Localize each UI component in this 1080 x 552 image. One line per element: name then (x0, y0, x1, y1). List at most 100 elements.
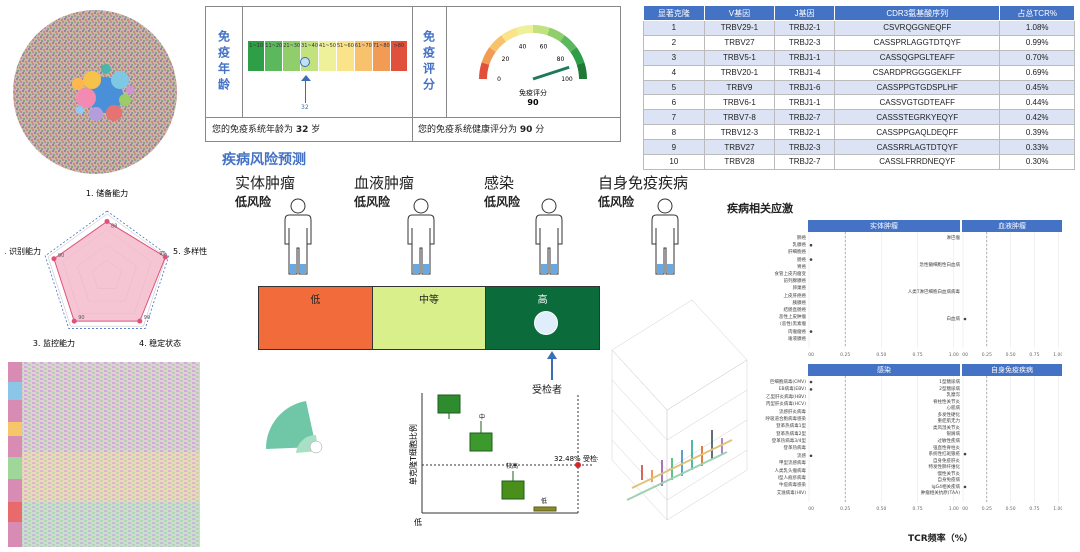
facet-row-label: 人类T淋巴细胞白血病病毒 (907, 290, 960, 295)
x-tick-label: 0.50 (1006, 352, 1016, 358)
subject-tag: 受检者 (583, 454, 598, 463)
bubble (119, 94, 131, 106)
risk-level-bar: 低 中等 高 (258, 286, 600, 350)
facet-row-label: 乳糜泻 (946, 393, 961, 399)
bubble (83, 71, 101, 89)
radar-value-label: 90 (78, 315, 84, 321)
mosaic-cell (8, 457, 22, 479)
bubble (111, 71, 129, 89)
risk-level-label: 低 (310, 295, 321, 306)
table-cell: CASSVGTGDTEAFF (834, 94, 1001, 111)
table-cell: 7 (643, 109, 705, 126)
subject-avatar-icon (534, 311, 559, 335)
radar-value-label: 88 (111, 223, 117, 229)
3d-bar-surface-chart (602, 290, 752, 530)
facet-row-label: 结肠直肠癌 (783, 308, 807, 313)
table-cell: 6 (643, 94, 705, 111)
x-tick-label: 1.00 (949, 352, 959, 358)
facet-row-label: 急性髓细胞性白血病 (919, 263, 961, 268)
risk-section-title: 疾病风险预测 (222, 152, 306, 168)
x-tick-label: 1.00 (1053, 352, 1062, 358)
x-tick-label: 0.25 (982, 352, 992, 358)
gauge-band (501, 27, 519, 42)
mosaic-bg (8, 362, 200, 547)
y-bottom-label: 低 (414, 517, 422, 527)
facet-row-label: 肿瘤相关抗原(TAA) (920, 491, 960, 497)
table-cell: 0.30% (999, 154, 1075, 170)
fan-svg (265, 401, 323, 454)
radar-area (53, 220, 166, 322)
data-point (809, 258, 813, 261)
mosaic-svg (8, 362, 200, 547)
bubble (76, 106, 84, 114)
radar-value-label: 90 (58, 253, 64, 259)
data-point (963, 317, 967, 321)
risk-level-label: 高 (537, 295, 548, 306)
facet-header: 实体肿瘤 (808, 220, 960, 232)
table-cell: CASSSTEGRKYEQYF (834, 109, 1001, 126)
table-cell: 0.42% (999, 109, 1075, 126)
gauge-tick-label: 100 (561, 76, 573, 83)
facet-plot: 0.000.250.500.751.00 (958, 232, 1063, 358)
gauge-tick-label: 20 (502, 56, 510, 63)
risk-level-label: 中等 (419, 295, 439, 306)
table-cell: TRBJ2-1 (774, 124, 836, 141)
facet-row-label: 肠癌 (797, 257, 806, 263)
facet-row-label: 丙型肝炎病毒(HCV) (765, 402, 806, 408)
table-cell: 0.70% (999, 49, 1075, 66)
circle-pack-svg (13, 10, 177, 174)
radar-axis-label: 5. 多样性 (173, 246, 207, 256)
facet-row-label: 登革热病毒3/4型 (771, 439, 806, 444)
age-summary-text: 您的免疫系统年龄为 32 岁 (212, 125, 321, 135)
table-cell: 2 (643, 34, 705, 51)
facet-row-label: 心肌病 (946, 406, 961, 412)
table-cell: 0.33% (999, 139, 1075, 156)
assoc-title: 疾病相关应激 (727, 202, 793, 215)
gauge-needle (532, 65, 570, 81)
risk-category: 实体肿瘤低风险 (235, 172, 295, 210)
x-tick-label: 0.00 (962, 352, 968, 358)
age-bin: 61~70 (354, 41, 373, 71)
facet-panel: 感染0.000.250.500.751.00 (804, 364, 960, 514)
data-point (809, 243, 813, 247)
facet-row-label: 白血病 (946, 317, 961, 322)
radar-axis-label: 4. 稳定状态 (139, 338, 181, 348)
gauge-band (559, 35, 577, 53)
table-cell: 4 (643, 64, 705, 81)
risk-level: 低风险 (235, 195, 272, 209)
table-cell: TRBV20-1 (703, 64, 776, 81)
facet-row-label: I型人疱疹病毒 (777, 475, 806, 481)
group-label-3: 较高 (506, 462, 518, 470)
subject-label: 受检者 (532, 385, 562, 396)
x-tick-label: 0.75 (1029, 506, 1039, 512)
table-cell: TRBJ1-1 (774, 49, 836, 66)
table-cell: TRBJ2-7 (774, 109, 836, 126)
table-header-cell: CDR3氨基酸序列 (834, 5, 1001, 21)
table-header-cell: 占总TCR% (999, 5, 1075, 21)
table-cell: CASSQGPGLTEAFF (834, 49, 1001, 66)
mosaic-band (22, 452, 200, 502)
facet-row-label: 过敏性疾病 (937, 439, 961, 444)
facet-row-label: (恶性)黑素瘤 (779, 322, 806, 328)
facet-row-label: 系统性红斑狼疮 (928, 452, 961, 458)
table-cell: TRBJ1-4 (774, 64, 836, 81)
table-cell: 3 (643, 49, 705, 66)
gauge-band (576, 62, 587, 80)
facet-row-label: 上皮肝癌癌 (783, 293, 807, 299)
bubble (106, 105, 122, 121)
facet-row-label: 呼吸道合胞病毒感染 (765, 416, 807, 422)
x-tick-label: 0.00 (808, 506, 814, 512)
radar-axis-label: 1. 储备能力 (86, 188, 128, 198)
table-cell: 1.08% (999, 20, 1075, 36)
subject-pct: 32.48% (554, 455, 581, 463)
score-value: 90 (519, 125, 533, 135)
facet-row-label: 乳腺癌 (792, 243, 807, 249)
radar-point (51, 256, 57, 262)
mosaic-column (8, 362, 22, 547)
